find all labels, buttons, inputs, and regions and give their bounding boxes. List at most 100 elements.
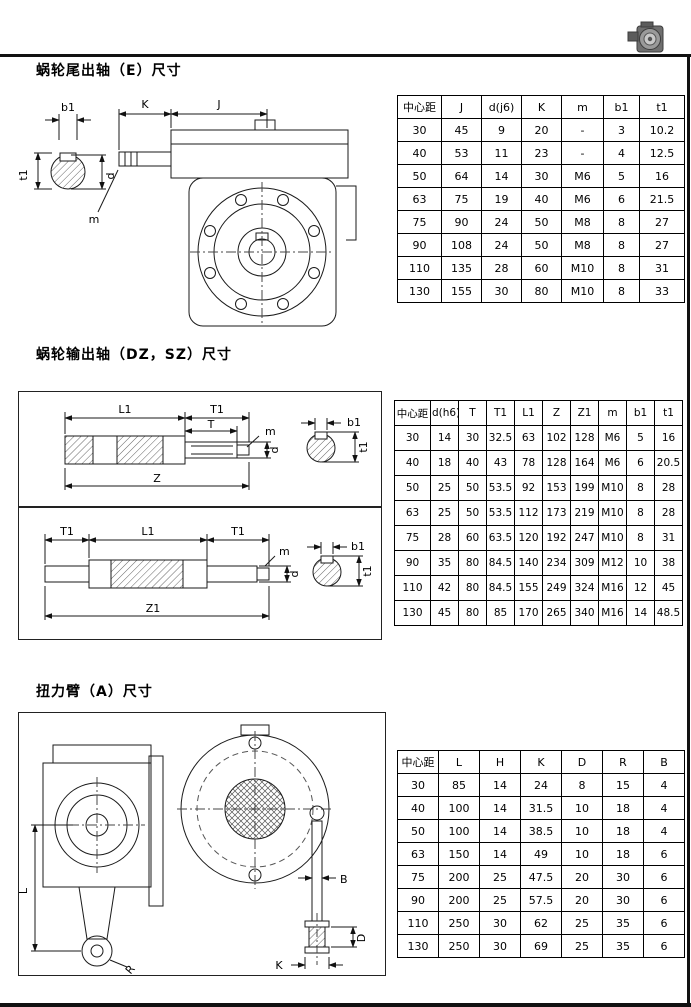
table-cell: 10 — [561, 796, 603, 820]
table-cell: 63 — [514, 425, 543, 451]
table-cell: 6 — [643, 888, 685, 912]
table-cell: 35 — [602, 934, 644, 958]
dim-label-b1: b1 — [351, 540, 365, 553]
table-cell: 57.5 — [520, 888, 562, 912]
column-header: b1 — [626, 400, 655, 426]
table-cell: 10.2 — [639, 118, 685, 142]
table-cell: 249 — [542, 575, 571, 601]
column-header: B — [643, 750, 685, 774]
column-header: L1 — [514, 400, 543, 426]
table-cell: 75 — [441, 187, 482, 211]
table-cell: 14 — [481, 164, 522, 188]
drawing-a: L R B K D — [18, 712, 386, 976]
dim-label-t1-key: t1 — [357, 441, 370, 452]
table-cell: M10 — [598, 525, 627, 551]
dim-label-d: D — [355, 934, 368, 942]
table-cell: 153 — [542, 475, 571, 501]
table-cell: 170 — [514, 600, 543, 626]
table-cell: 50 — [458, 500, 487, 526]
table-cell: 250 — [438, 911, 480, 935]
table-cell: 27 — [639, 233, 685, 257]
table-cell: 50 — [397, 819, 439, 843]
table-cell: 40 — [521, 187, 562, 211]
table-cell: 173 — [542, 500, 571, 526]
dim-label-l1: L1 — [141, 525, 154, 538]
table-cell: 6 — [643, 842, 685, 866]
column-header: 中心距 — [394, 400, 431, 426]
table-cell: M6 — [561, 164, 604, 188]
table-cell: 40 — [397, 796, 439, 820]
table-cell: 30 — [394, 425, 431, 451]
dim-label-t1-key: t1 — [361, 565, 374, 576]
table-cell: 14 — [479, 773, 521, 797]
table-cell: 30 — [458, 425, 487, 451]
table-cell: 90 — [394, 550, 431, 576]
table-cell: 5 — [603, 164, 640, 188]
table-cell: 50 — [397, 164, 442, 188]
drawing-sz: T1 L1 T1 m d Z1 b1 t1 — [18, 507, 382, 640]
dim-label-t1-right: T1 — [230, 525, 245, 538]
table-cell: 47.5 — [520, 865, 562, 889]
table-cell: 18 — [602, 796, 644, 820]
table-cell: 25 — [561, 911, 603, 935]
table-cell: 6 — [603, 187, 640, 211]
table-cell: M8 — [561, 233, 604, 257]
table-cell: 108 — [441, 233, 482, 257]
dim-label-t1-left: T1 — [59, 525, 74, 538]
table-cell: 20.5 — [654, 450, 683, 476]
table-cell: M6 — [561, 187, 604, 211]
table-cell: 42 — [430, 575, 459, 601]
table-cell: 12 — [626, 575, 655, 601]
table-cell: - — [561, 118, 604, 142]
table-cell: 40 — [458, 450, 487, 476]
column-header: J — [441, 95, 482, 119]
table-cell: 40 — [394, 450, 431, 476]
column-header: Z — [542, 400, 571, 426]
table-cell: 60 — [458, 525, 487, 551]
dim-label-t: T — [207, 418, 215, 431]
table-cell: 63 — [394, 500, 431, 526]
table-cell: 6 — [643, 934, 685, 958]
table-cell: 14 — [479, 842, 521, 866]
table-cell: 31 — [639, 256, 685, 280]
table-cell: 199 — [570, 475, 599, 501]
table-cell: 15 — [602, 773, 644, 797]
table-cell: 219 — [570, 500, 599, 526]
table-cell: 130 — [397, 279, 442, 303]
dim-label-z: Z — [153, 472, 161, 485]
header-rule — [0, 54, 691, 57]
table-cell: M10 — [561, 256, 604, 280]
table-cell: 53.5 — [486, 500, 515, 526]
dim-label-z1: Z1 — [146, 602, 161, 615]
table-cell: 30 — [521, 164, 562, 188]
table-cell: M6 — [598, 450, 627, 476]
table-cell: 63 — [397, 842, 439, 866]
table-cell: 25 — [430, 475, 459, 501]
dim-label-l1: L1 — [118, 403, 131, 416]
table-cell: 128 — [542, 450, 571, 476]
table-cell: M10 — [598, 475, 627, 501]
table-cell: 80 — [458, 550, 487, 576]
table-cell: 100 — [438, 796, 480, 820]
table-cell: 62 — [520, 911, 562, 935]
dim-label-l: L — [19, 887, 30, 894]
table-cell: 135 — [441, 256, 482, 280]
table-cell: 33 — [639, 279, 685, 303]
table-cell: 28 — [654, 500, 683, 526]
table-cell: 31.5 — [520, 796, 562, 820]
table-cell: 110 — [397, 911, 439, 935]
table-cell: M16 — [598, 575, 627, 601]
column-header: m — [561, 95, 604, 119]
